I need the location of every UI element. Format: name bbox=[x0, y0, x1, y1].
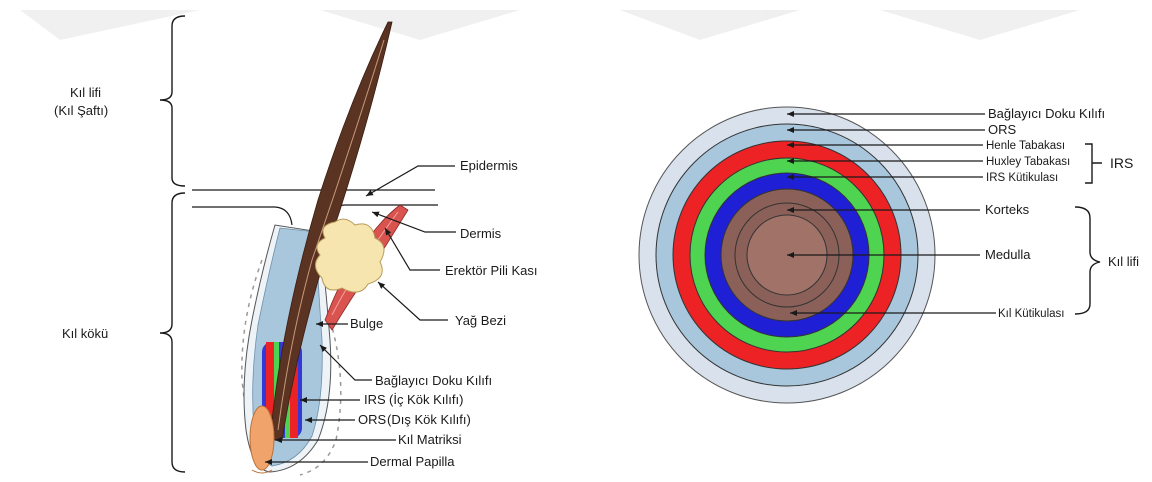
arrector-label: Erektör Pili Kası bbox=[445, 263, 537, 278]
shaft-label-line1: Kıl lifi bbox=[70, 85, 101, 100]
r-irs-cuticle-label: IRS Kütikulası bbox=[986, 172, 1058, 184]
r-henle-label: Henle Tabakası bbox=[986, 140, 1065, 152]
irs-bracket bbox=[1085, 143, 1102, 184]
r-hair-cuticle-label: Kıl Kütikulası bbox=[998, 308, 1064, 320]
dermal-texture-right bbox=[299, 319, 342, 476]
sebaceous-pointer bbox=[377, 281, 448, 321]
root-label: Kıl kökü bbox=[62, 326, 108, 341]
epidermis-label: Epidermis bbox=[460, 158, 518, 173]
fiber-brace bbox=[1074, 206, 1101, 315]
irs-full-label: (İç Kök Kılıfı) bbox=[389, 392, 463, 407]
r-ors-label: ORS bbox=[988, 122, 1017, 137]
sebaceous-label: Yağ Bezi bbox=[455, 313, 506, 328]
connective-sheath-label: Bağlayıcı Doku Kılıfı bbox=[375, 373, 492, 388]
r-irs-group-label: IRS bbox=[1110, 155, 1133, 171]
shaft-brace bbox=[159, 15, 186, 187]
r-connective-label: Bağlayıcı Doku Kılıfı bbox=[988, 106, 1105, 121]
root-brace bbox=[159, 192, 186, 473]
epidermis-pointer bbox=[365, 165, 455, 197]
r-cortex-label: Korteks bbox=[985, 202, 1030, 217]
r-huxley-label: Huxley Tabakası bbox=[986, 156, 1070, 168]
dermis-line-left bbox=[192, 206, 293, 226]
r-medulla-label: Medulla bbox=[985, 247, 1031, 262]
r-fiber-group-label: Kıl lifi bbox=[1108, 254, 1139, 269]
bulb-base bbox=[251, 469, 273, 474]
sebaceous-gland-shape bbox=[315, 218, 385, 293]
follicle-longitudinal-illustration bbox=[192, 21, 438, 476]
ors-full-label: (Dış Kök Kılıfı) bbox=[387, 412, 471, 427]
dermis-pointer bbox=[371, 211, 456, 233]
bulge-label: Bulge bbox=[350, 316, 383, 331]
shaft-label-line2: (Kıl Şaftı) bbox=[54, 103, 108, 118]
arrector-pointer bbox=[384, 227, 440, 271]
watermark-shapes bbox=[20, 10, 1080, 40]
papilla-label: Dermal Papilla bbox=[370, 454, 455, 469]
hair-shaft-highlight bbox=[277, 39, 385, 431]
ors-abbr-label: ORS bbox=[358, 412, 387, 427]
dermis-label: Dermis bbox=[460, 226, 502, 241]
irs-abbr-label: IRS bbox=[364, 392, 386, 407]
connective-sheath-pointer bbox=[319, 344, 372, 381]
dermal-papilla-shape bbox=[249, 405, 275, 471]
matrix-label: Kıl Matriksi bbox=[398, 432, 462, 447]
